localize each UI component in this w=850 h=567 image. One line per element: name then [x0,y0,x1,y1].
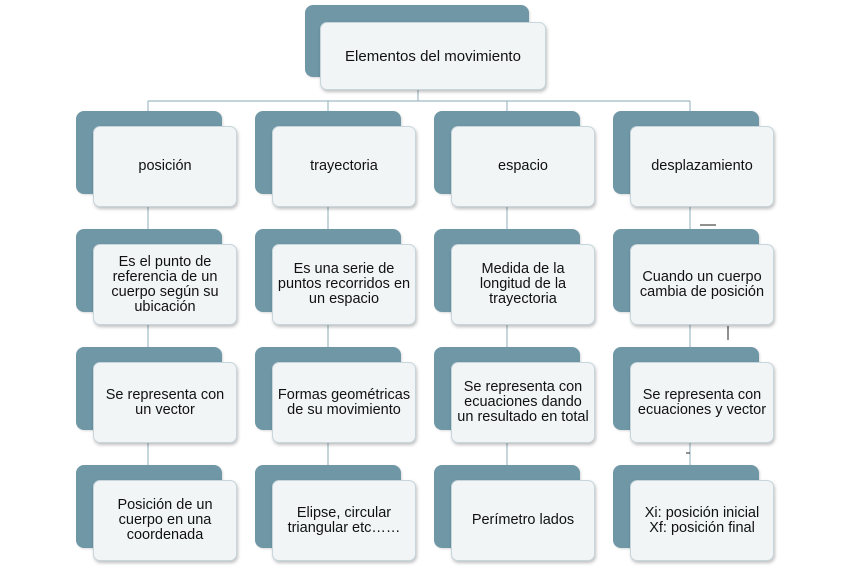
node-label: Se representa con ecuaciones y vector [630,362,774,443]
node-label: Se representa con un vector [93,362,237,443]
node-label: Formas geométricas de su movimiento [272,362,416,443]
node-label: Se representa con ecuaciones dando un re… [451,362,595,443]
node-label: trayectoria [272,126,416,207]
node-label: Es el punto de referencia de un cuerpo s… [93,244,237,325]
node-label: Es una serie de puntos recorridos en un … [272,244,416,325]
node-label: Elipse, circular triangular etc…… [272,480,416,561]
node-label: Posición de un cuerpo en una coordenada [93,480,237,561]
node-label: Medida de la longitud de la trayectoria [451,244,595,325]
node-label: desplazamiento [630,126,774,207]
node-label: posición [93,126,237,207]
node-label: espacio [451,126,595,207]
root-node-label: Elementos del movimiento [320,22,546,90]
node-label: Perímetro lados [451,480,595,561]
node-label: Cuando un cuerpo cambia de posición [630,244,774,325]
node-label: Xi: posición inicial Xf: posición final [630,480,774,561]
